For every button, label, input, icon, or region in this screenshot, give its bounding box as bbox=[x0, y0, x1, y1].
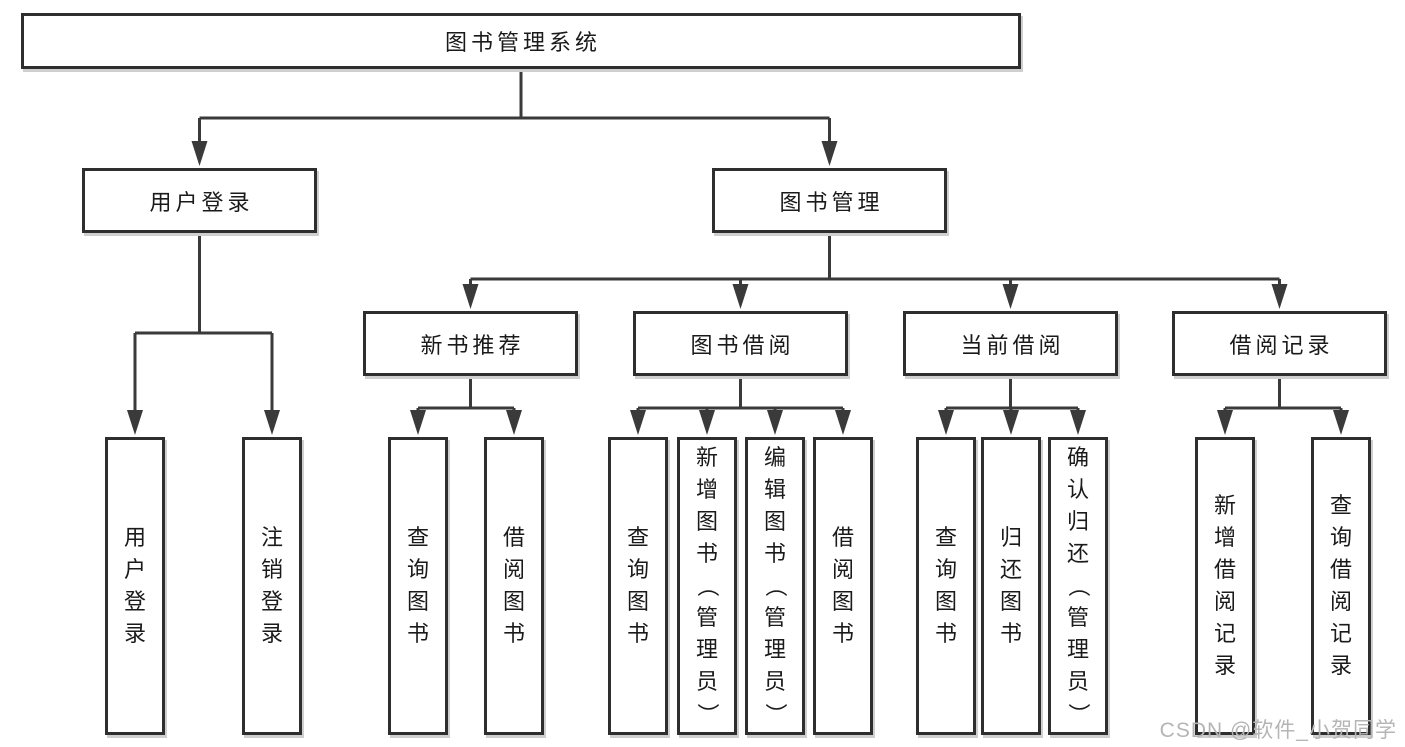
leaf-confirm-return-admin: 确认归还（管理员） bbox=[1048, 437, 1108, 735]
node-new-book-recommend: 新书推荐 bbox=[363, 311, 578, 376]
connector-root-to-level2 bbox=[198, 69, 831, 148]
arrowheads bbox=[127, 141, 1349, 435]
leaf-return-books: 归还图书 bbox=[981, 437, 1041, 735]
node-current-borrowing: 当前借阅 bbox=[903, 311, 1118, 376]
leaf-user-login: 用户登录 bbox=[105, 437, 165, 735]
leaf-logout: 注销登录 bbox=[242, 437, 302, 735]
leaf-borrow-books-borrowing: 借阅图书 bbox=[813, 437, 873, 735]
leaf-query-books-borrowing: 查询图书 bbox=[608, 437, 668, 735]
watermark-text: CSDN @软件_小贺同学 bbox=[1159, 719, 1397, 742]
leaf-query-books-recommend: 查询图书 bbox=[388, 437, 448, 735]
leaf-borrow-books-recommend: 借阅图书 bbox=[484, 437, 544, 735]
node-book-management: 图书管理 bbox=[712, 168, 947, 233]
leaf-query-books-current: 查询图书 bbox=[916, 437, 976, 735]
leaf-edit-books-admin: 编辑图书（管理员） bbox=[745, 437, 805, 735]
leaf-query-borrow-record: 查询借阅记录 bbox=[1311, 437, 1371, 735]
connector-newbook-to-leaves bbox=[416, 376, 516, 418]
leaf-add-books-admin: 新增图书（管理员） bbox=[677, 437, 737, 735]
node-root: 图书管理系统 bbox=[21, 13, 1021, 69]
connector-userlogin-to-leaves bbox=[133, 233, 274, 418]
leaf-add-borrow-record: 新增借阅记录 bbox=[1195, 437, 1255, 735]
node-borrowing-records: 借阅记录 bbox=[1172, 311, 1387, 376]
connector-bookborrow-to-leaves bbox=[636, 376, 845, 418]
node-book-borrowing: 图书借阅 bbox=[633, 311, 848, 376]
connector-borrowrecord-to-leaves bbox=[1223, 376, 1343, 418]
node-user-login: 用户登录 bbox=[82, 168, 317, 233]
connector-bookmgmt-to-level3 bbox=[469, 233, 1281, 292]
